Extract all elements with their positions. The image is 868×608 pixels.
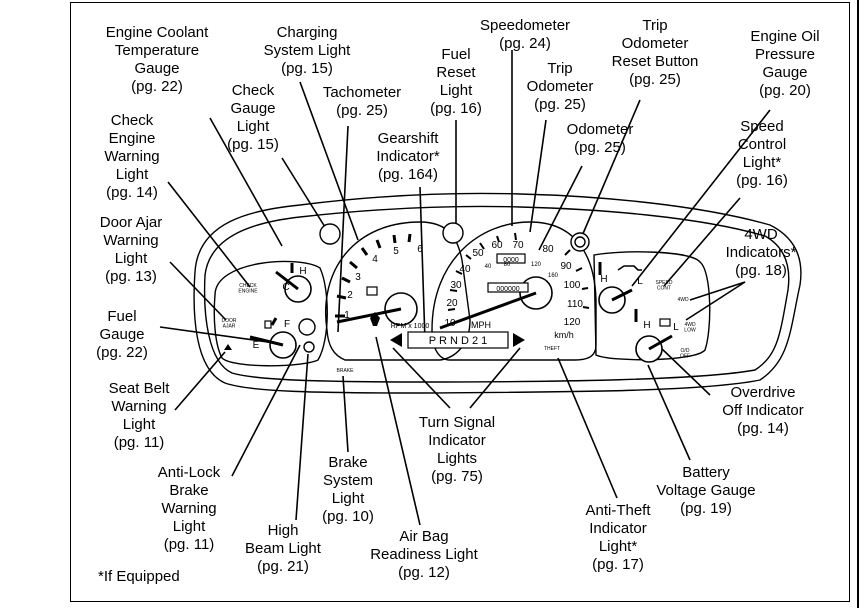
speed-number: 50 (472, 248, 484, 259)
battery-icon (659, 318, 671, 327)
kmh-number: 80 (504, 262, 511, 268)
tach-number: 3 (355, 272, 361, 283)
check-gauge-light (319, 223, 341, 245)
speed-number: 20 (446, 298, 458, 309)
air-bag-icon (370, 312, 380, 326)
label-door-ajar-light: Door Ajar Warning Light (pg. 13) (99, 214, 163, 285)
tach-number: 6 (417, 244, 423, 255)
leader-lines (159, 50, 771, 526)
brake-text: BRAKE (337, 368, 355, 374)
fuel-e: E (253, 340, 260, 351)
fwd-text: 4WD (677, 297, 689, 303)
label-high-beam-light: High Beam Light (pg. 21) (245, 522, 321, 575)
odometer-box (487, 282, 529, 293)
tach-unit: RPM x 1000 (391, 323, 430, 330)
speed-number: 120 (564, 317, 581, 328)
oil-l: L (637, 276, 643, 287)
label-brake-system-light: Brake System Light (pg. 10) (322, 454, 374, 525)
label-fuel-reset-light: Fuel Reset Light (pg. 16) (430, 46, 482, 117)
kmh-number: 160 (548, 273, 559, 279)
label-odometer: Odometer (pg. 25) (566, 121, 634, 156)
fuel-f: F (284, 319, 290, 330)
coolant-h: H (299, 266, 306, 277)
label-oil-pressure-gauge: Engine Oil Pressure Gauge (pg. 20) (750, 28, 820, 99)
label-charging-light: Charging System Light (pg. 15) (263, 24, 351, 77)
label-coolant-gauge: Engine Coolant Temperature Gauge (pg. 22… (105, 24, 209, 95)
right-turn-arrow (513, 333, 525, 347)
speed-number: 60 (491, 240, 503, 251)
trip-reset-inner (574, 236, 586, 248)
label-tachometer: Tachometer (pg. 25) (322, 84, 402, 119)
label-air-bag-light: Air Bag Readiness Light (pg. 12) (370, 528, 478, 581)
kmh-number: 40 (485, 264, 492, 270)
speed-number: 100 (564, 280, 581, 291)
fuel-reset-light (442, 222, 464, 244)
oil-can-icon (617, 265, 642, 271)
page-edge (857, 0, 859, 608)
label-turn-signal-lights: Turn Signal Indicator Lights (pg. 75) (418, 414, 496, 485)
speed-unit-kmh: km/h (554, 330, 574, 340)
tach-number: 5 (393, 246, 399, 257)
label-trip-reset-button: Trip Odometer Reset Button (pg. 25) (611, 17, 699, 88)
right-gauge-panel (593, 251, 711, 361)
label-overdrive-off: Overdrive Off Indicator (pg. 14) (722, 384, 804, 437)
label-battery-gauge: Battery Voltage Gauge (pg. 19) (656, 464, 756, 517)
label-seat-belt-light: Seat Belt Warning Light (pg. 11) (108, 380, 170, 451)
speed-number: 10 (444, 318, 456, 329)
diagram-frame (70, 2, 850, 602)
label-4wd-indicators: 4WD Indicators* (pg. 18) (725, 226, 797, 279)
label-trip-odometer: Trip Odometer (pg. 25) (526, 60, 594, 113)
label-speedometer: Speedometer (pg. 24) (479, 17, 571, 52)
batt-l: L (673, 322, 679, 333)
high-beam-light (303, 341, 315, 353)
trip-digits: 0000 (503, 257, 519, 264)
cluster-inner-outline (203, 205, 790, 383)
speed-number: 40 (459, 264, 471, 275)
anti-lock-light (298, 318, 316, 336)
speed-number: 30 (450, 280, 462, 291)
check-engine-icon (366, 286, 378, 296)
label-anti-theft-light: Anti-Theft Indicator Light* (pg. 17) (585, 502, 651, 573)
seat-belt-icon (224, 344, 232, 350)
odometer-digits: 000000 (496, 286, 519, 293)
label-gearshift-indicator: Gearshift Indicator* (pg. 164) (376, 130, 440, 183)
theft-text: THEFT (544, 346, 560, 352)
label-fuel-gauge: Fuel Gauge (pg. 22) (96, 308, 148, 361)
left-turn-arrow (390, 333, 402, 347)
speed-number: 90 (560, 261, 572, 272)
speed-number: 80 (542, 244, 554, 255)
oil-h: H (600, 274, 607, 285)
footnote: *If Equipped (98, 568, 180, 585)
speed-number: 70 (512, 240, 524, 251)
label-check-gauge-light: Check Gauge Light (pg. 15) (227, 82, 279, 153)
kmh-number: 120 (531, 262, 542, 268)
label-anti-lock-light: Anti-Lock Brake Warning Light (pg. 11) (157, 464, 221, 553)
tach-number: 2 (347, 290, 353, 301)
speed-unit-mph: MPH (471, 320, 491, 330)
gearshift-box (407, 331, 509, 349)
batt-h: H (643, 320, 650, 331)
gearshift-prnd: P R N D 2 1 (429, 335, 488, 347)
coolant-c: C (282, 282, 289, 293)
tach-number: 4 (372, 254, 378, 265)
left-gauge-panel (213, 260, 328, 367)
tach-number: 1 (344, 310, 350, 321)
tachometer-face (325, 221, 471, 361)
label-check-engine-light: Check Engine Warning Light (pg. 14) (104, 112, 160, 201)
trip-odometer-box (496, 253, 526, 264)
label-speed-control-light: Speed Control Light* (pg. 16) (736, 118, 788, 189)
speed-number: 110 (567, 299, 583, 310)
speedometer-face (431, 221, 597, 361)
fuel-pump-icon (264, 320, 272, 329)
